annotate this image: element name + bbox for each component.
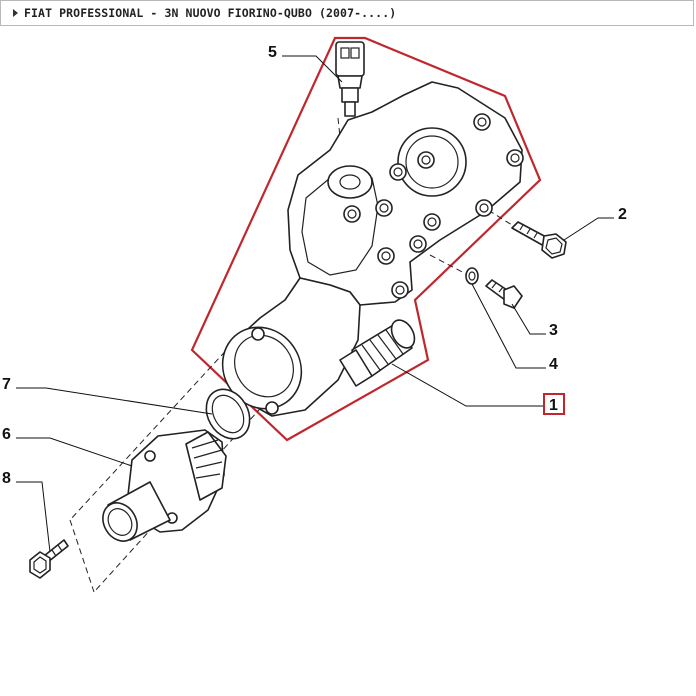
callout-5[interactable]: 5 (268, 44, 277, 61)
bolt-part-3[interactable] (485, 279, 523, 309)
leader-line-5 (282, 55, 343, 83)
bolt-part-2[interactable] (511, 221, 567, 259)
expand-arrow-icon[interactable] (13, 9, 18, 17)
leader-line-8 (16, 481, 51, 553)
callout-2[interactable]: 2 (618, 206, 627, 223)
leader-line-3 (511, 303, 546, 335)
assembly-highlight-outline (190, 36, 542, 442)
o-ring-part-7[interactable] (198, 381, 259, 446)
callout-1-highlight-box (543, 393, 565, 415)
diagram-header: FIAT PROFESSIONAL - 3N NUOVO FIORINO-QUB… (0, 0, 694, 26)
bolt-part-8[interactable] (29, 539, 69, 579)
leader-line-7 (16, 387, 213, 415)
bolt-boss-group (343, 113, 524, 299)
callout-4[interactable]: 4 (549, 356, 558, 373)
washer-part-4[interactable] (465, 267, 479, 285)
leader-line-6 (16, 437, 133, 467)
callout-8[interactable]: 8 (2, 470, 11, 487)
callout-3[interactable]: 3 (549, 322, 558, 339)
callout-7[interactable]: 7 (2, 376, 11, 393)
leader-line-1 (391, 363, 544, 407)
bypass-spigot (339, 319, 416, 387)
temperature-sensor[interactable] (335, 41, 365, 117)
callout-6[interactable]: 6 (2, 426, 11, 443)
thermostat-part-6[interactable] (96, 429, 227, 547)
leader-line-2 (563, 217, 614, 241)
leader-line-4 (471, 283, 546, 369)
thermostat-housing[interactable] (207, 81, 524, 424)
callout-1[interactable]: 1 (549, 397, 558, 414)
diagram-title: FIAT PROFESSIONAL - 3N NUOVO FIORINO-QUB… (24, 6, 397, 20)
